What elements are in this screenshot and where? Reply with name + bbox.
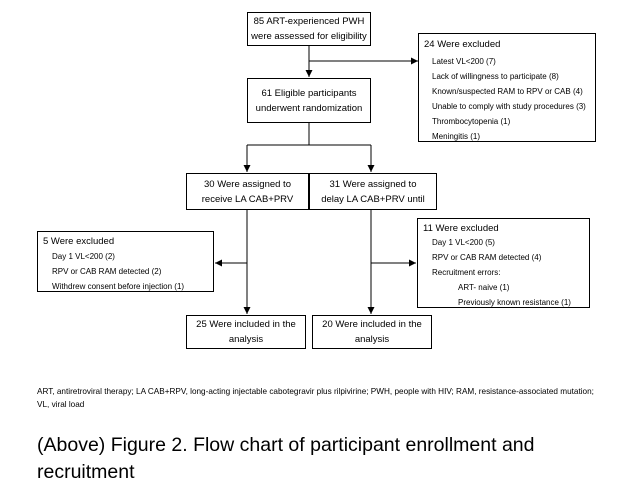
- randomized-line1: 61 Eligible participants: [261, 87, 357, 99]
- arm-a-line2: receive LA CAB+PRV: [201, 193, 294, 205]
- randomized-box: 61 Eligible participants underwent rando…: [247, 78, 371, 123]
- list-item: Day 1 VL<200 (5): [432, 238, 495, 247]
- list-item: Previously known resistance (1): [458, 298, 571, 307]
- excluded-b-title: 11 Were excluded: [423, 223, 499, 234]
- list-item: Withdrew consent before injection (1): [52, 282, 185, 291]
- list-item: RPV or CAB RAM detected (2): [52, 267, 162, 276]
- assessed-line1: 85 ART-experienced PWH: [253, 16, 365, 27]
- list-item: ART- naive (1): [458, 283, 510, 292]
- analysis-a-line2: analysis: [228, 334, 264, 345]
- list-item: Known/suspected RAM to RPV or CAB (4): [432, 87, 583, 96]
- list-item: Latest VL<200 (7): [432, 57, 496, 66]
- assessed-line2: were assessed for eligibility: [251, 31, 367, 42]
- excluded-screening-list: Latest VL<200 (7) Lack of willingness to…: [432, 54, 586, 144]
- arm-b-line1: 31 Were assigned to: [329, 178, 417, 190]
- excluded-a-title: 5 Were excluded: [43, 236, 115, 247]
- list-item: RPV or CAB RAM detected (4): [432, 253, 542, 262]
- excluded-screening-title: 24 Were excluded: [424, 39, 501, 50]
- list-item: Recruitment errors:: [432, 268, 501, 277]
- arm-b-box: 31 Were assigned to delay LA CAB+PRV unt…: [309, 173, 437, 210]
- analysis-b-line2: analysis: [354, 334, 390, 345]
- excluded-a-list: Day 1 VL<200 (2) RPV or CAB RAM detected…: [52, 249, 184, 294]
- arm-a-line1: 30 Were assigned to: [204, 178, 291, 190]
- footnote: ART, antiretroviral therapy; LA CAB+RPV,…: [37, 387, 594, 409]
- excluded-b-sublist: ART- naive (1) Previously known resistan…: [458, 280, 571, 310]
- list-item: Thrombocytopenia (1): [432, 117, 511, 126]
- analysis-a-line1: 25 Were included in the: [196, 319, 296, 330]
- list-item: Unable to comply with study procedures (…: [432, 102, 586, 111]
- excluded-b-list: Day 1 VL<200 (5) RPV or CAB RAM detected…: [432, 235, 541, 280]
- excluded-screening-box: 24 Were excluded Latest VL<200 (7) Lack …: [418, 33, 596, 142]
- list-item: Day 1 VL<200 (2): [52, 252, 115, 261]
- flowchart-connectors: [215, 46, 418, 314]
- analysis-b-box: 20 Were included in the analysis: [312, 315, 432, 349]
- excluded-b-box: 11 Were excluded Day 1 VL<200 (5) RPV or…: [417, 218, 590, 308]
- analysis-a-box: 25 Were included in the analysis: [186, 315, 306, 349]
- arm-b-line2: delay LA CAB+PRV until: [321, 193, 425, 205]
- figure-caption: (Above) Figure 2. Flow chart of particip…: [37, 434, 535, 483]
- assessed-box: 85 ART-experienced PWH were assessed for…: [247, 12, 371, 46]
- randomized-line2: underwent randomization: [255, 102, 363, 114]
- arm-a-box: 30 Were assigned to receive LA CAB+PRV: [186, 173, 309, 210]
- list-item: Meningitis (1): [432, 132, 481, 141]
- excluded-a-box: 5 Were excluded Day 1 VL<200 (2) RPV or …: [37, 231, 214, 292]
- analysis-b-line1: 20 Were included in the: [322, 319, 422, 330]
- list-item: Lack of willingness to participate (8): [432, 72, 559, 81]
